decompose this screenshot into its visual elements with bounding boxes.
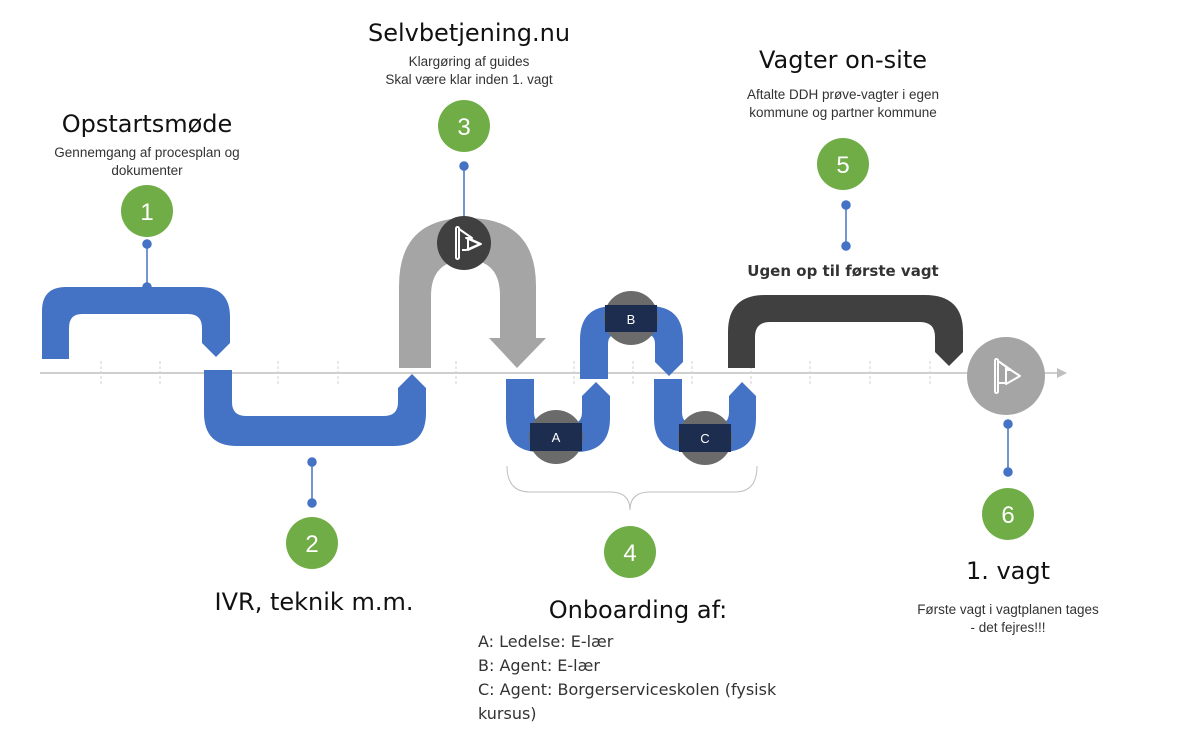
milestone-number-1: 1 (140, 199, 153, 226)
description-line: dokumenter (111, 163, 183, 178)
timeline-arrowhead (1057, 368, 1067, 378)
onboarding-letter-b: B (627, 312, 636, 327)
description-line: Klargøring af guides (408, 54, 530, 69)
description-line: - det fejres!!! (970, 620, 1046, 635)
onboarding-letter-a: A (552, 430, 561, 445)
finish-flag-marker (967, 337, 1045, 415)
milestone-title-3: Selvbetjening.nu (367, 19, 571, 47)
description-line: Første vagt i vagtplanen tages (917, 602, 1099, 617)
milestone-description-6: Første vagt i vagtplanen tages - det fej… (888, 601, 1128, 637)
connector-2 (307, 457, 317, 508)
flag-icon (994, 358, 1021, 394)
milestone-title-6: 1. vagt (965, 557, 1051, 585)
milestone-description-1: Gennemgang af procesplan og dokumenter (47, 144, 247, 180)
milestone-number-2: 2 (305, 531, 318, 558)
connector-3 (459, 161, 469, 216)
milestone-title-4: Onboarding af: (548, 596, 728, 624)
path-segment-3 (399, 218, 546, 368)
onboarding-list-item: C: Agent: Borgerserviceskolen (fysisk ku… (478, 680, 777, 723)
milestone-description-5: Aftalte DDH prøve-vagter i egen kommune … (723, 86, 963, 122)
onboarding-list-item: B: Agent: E-lær (478, 656, 600, 675)
onboarding-brace (506, 465, 758, 511)
milestone-title-2: IVR, teknik m.m. (214, 588, 414, 616)
milestone-badge-1: 1 (121, 185, 173, 237)
connector-6 (1003, 419, 1013, 477)
description-line: Aftalte DDH prøve-vagter i egen (746, 87, 940, 102)
period-label-5: Ugen op til første vagt (747, 262, 939, 280)
milestone-description-3: Klargøring af guides Skal være klar inde… (359, 53, 579, 89)
onboarding-step-c: C (678, 411, 732, 465)
onboarding-list: A: Ledelse: E-lær B: Agent: E-lær C: Age… (478, 630, 838, 726)
onboarding-letter-c: C (700, 431, 709, 446)
path-segment-1 (42, 287, 230, 359)
onboarding-list-item: A: Ledelse: E-lær (478, 632, 614, 651)
description-line: Gennemgang af procesplan og (54, 145, 240, 160)
connector-5 (841, 200, 851, 251)
onboarding-step-a: A (529, 410, 583, 464)
path-segment-5 (728, 295, 963, 368)
milestone-badge-5: 5 (817, 138, 869, 190)
milestone-number-5: 5 (836, 152, 849, 179)
milestone-badge-2: 2 (286, 517, 338, 569)
description-line: kommune og partner kommune (749, 105, 937, 120)
path-segment-2 (204, 370, 426, 446)
milestone-number-6: 6 (1001, 502, 1014, 529)
timeline-ticks (100, 361, 931, 385)
milestone-title-1: Opstartsmøde (61, 110, 233, 138)
milestone-badge-4: 4 (604, 526, 656, 578)
milestone-title-5: Vagter on-site (758, 46, 928, 74)
flag-icon (455, 226, 482, 260)
milestone-badge-6: 6 (982, 488, 1034, 540)
milestone-badge-3: 3 (438, 100, 490, 152)
checkpoint-flag-marker (437, 216, 491, 270)
milestone-number-4: 4 (623, 540, 636, 567)
onboarding-step-b: B (604, 291, 658, 345)
connector-1 (142, 239, 152, 292)
milestone-number-3: 3 (457, 114, 470, 141)
description-line: Skal være klar inden 1. vagt (385, 72, 553, 87)
